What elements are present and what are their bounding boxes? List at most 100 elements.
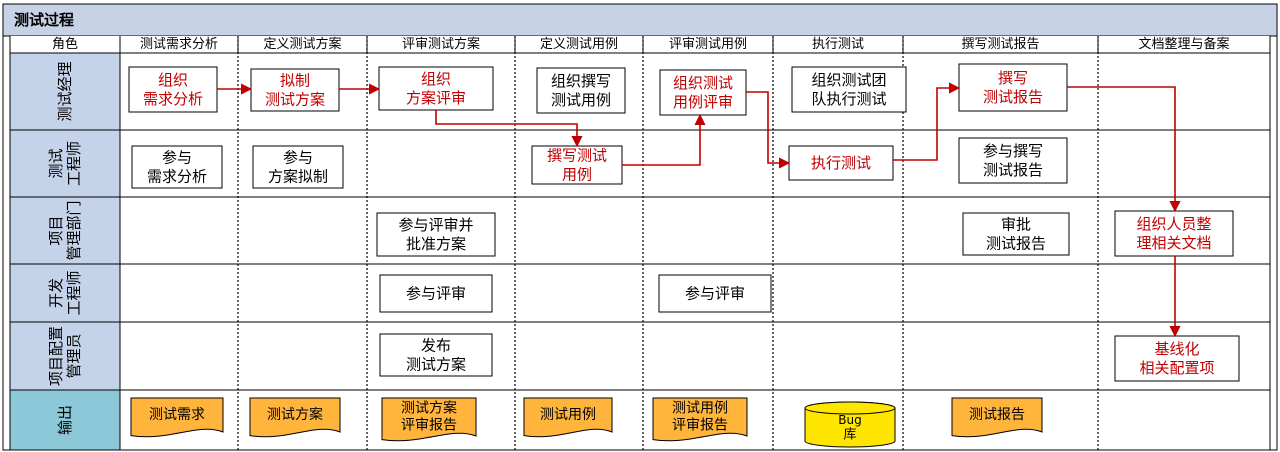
task-text: 测试方案 [265,91,325,109]
task-box-t17: 参与评审 [658,274,772,313]
flow-arrow-f3 [435,110,583,148]
output-text: 评审报告 [401,418,457,434]
task-text: 批准方案 [406,235,466,253]
lane-label-5: 项目配置管理员 [10,322,120,390]
header-row: 角色测试需求分析定义测试方案评审测试方案定义测试用例评审测试用例执行测试撰写测试… [10,36,1270,53]
document-shape-o2: 测试方案 [249,397,341,438]
task-text: 撰写 [998,69,1028,87]
lane-label-2: 测试工程师 [10,130,120,197]
header-stage: 定义测试方案 [263,36,341,52]
task-box-shape [376,212,496,257]
task-box-shape [250,68,340,112]
task-text: 参与 [283,149,313,167]
task-text: 拟制 [280,72,310,90]
header-stage: 评审测试方案 [402,36,480,52]
task-text: 撰写测试 [547,147,607,165]
lane-label-text: 测试经理 [56,61,74,121]
document-shape-o4: 测试用例 [523,397,613,438]
output-text: Bug [838,413,861,427]
flow-arrow-f4 [622,113,706,166]
lane-label-4: 开发工程师 [10,264,120,322]
output-text: 测试用例 [672,401,728,417]
task-text: 组织撰写 [551,72,611,90]
task-box-shape [658,274,772,313]
task-text: 组织 [421,70,451,88]
task-box-shape [1114,210,1234,257]
flow-arrow-f7 [1067,86,1181,213]
output-text: 测试方案 [267,406,323,423]
task-text: 相关配置项 [1139,359,1214,377]
task-box-shape [252,145,344,189]
task-box-t7: 撰写测试报告 [958,63,1068,112]
task-text: 组织人员整 [1136,215,1211,233]
lane-label-text: 测试 [47,148,65,178]
task-box-shape [1114,335,1240,382]
lane-label-text: 项目 [47,215,65,245]
task-text: 用例评审 [673,93,733,111]
header-role: 角色 [52,36,78,52]
output-text: 库 [843,427,856,443]
task-box-shape [379,274,493,313]
task-text: 参与评审 [406,285,466,303]
task-text: 需求分析 [147,168,207,186]
lane-label-3: 项目管理部门 [10,197,120,264]
lane-label-text: 工程师 [65,270,83,315]
task-text: 测试报告 [986,235,1046,253]
task-box-shape [536,67,626,114]
task-text: 理相关文档 [1136,234,1211,252]
task-text: 测试方案 [406,356,466,374]
output-text: 测试报告 [969,407,1025,423]
task-text: 基线化 [1154,340,1199,358]
task-box-t16: 参与评审 [379,274,493,313]
task-text: 发布 [421,337,451,355]
task-text: 组织 [158,71,188,89]
task-text: 需求分析 [143,90,203,108]
task-box-shape [958,137,1068,184]
lane-label-text: 工程师 [65,141,83,186]
task-text: 测试报告 [983,161,1043,179]
grid-lines [9,36,1271,451]
task-box-shape [791,66,907,113]
output-text: 测试需求 [149,407,205,423]
task-text: 测试报告 [983,88,1043,106]
task-text: 方案评审 [406,89,466,107]
header-stage: 文档整理与备案 [1138,36,1229,52]
header-stage: 执行测试 [812,37,864,52]
lane-label-6: 输出 [10,390,120,450]
lane-label-text: 项目配置 [47,326,65,386]
lane-label-text: 输出 [56,405,74,435]
task-text: 参与撰写 [983,142,1043,160]
task-box-shape [788,145,894,181]
lane-label-text: 开发 [47,278,65,308]
output-text: 评审报告 [672,418,728,434]
output-text: 测试用例 [540,407,596,423]
task-text: 审批 [1001,216,1031,234]
task-text: 组织测试 [673,74,733,92]
task-text: 用例 [562,166,592,184]
task-text: 参与评审并 [398,216,473,234]
task-box-shape [131,145,223,189]
title-bar: 测试过程 [2,3,1278,37]
task-text: 执行测试 [811,154,871,172]
task-box-shape [379,333,493,377]
task-text: 方案拟制 [268,168,328,186]
task-box-shape [962,212,1070,256]
task-text: 参与评审 [685,285,745,303]
flow-arrows [217,82,1181,338]
task-text: 测试用例 [551,91,611,109]
